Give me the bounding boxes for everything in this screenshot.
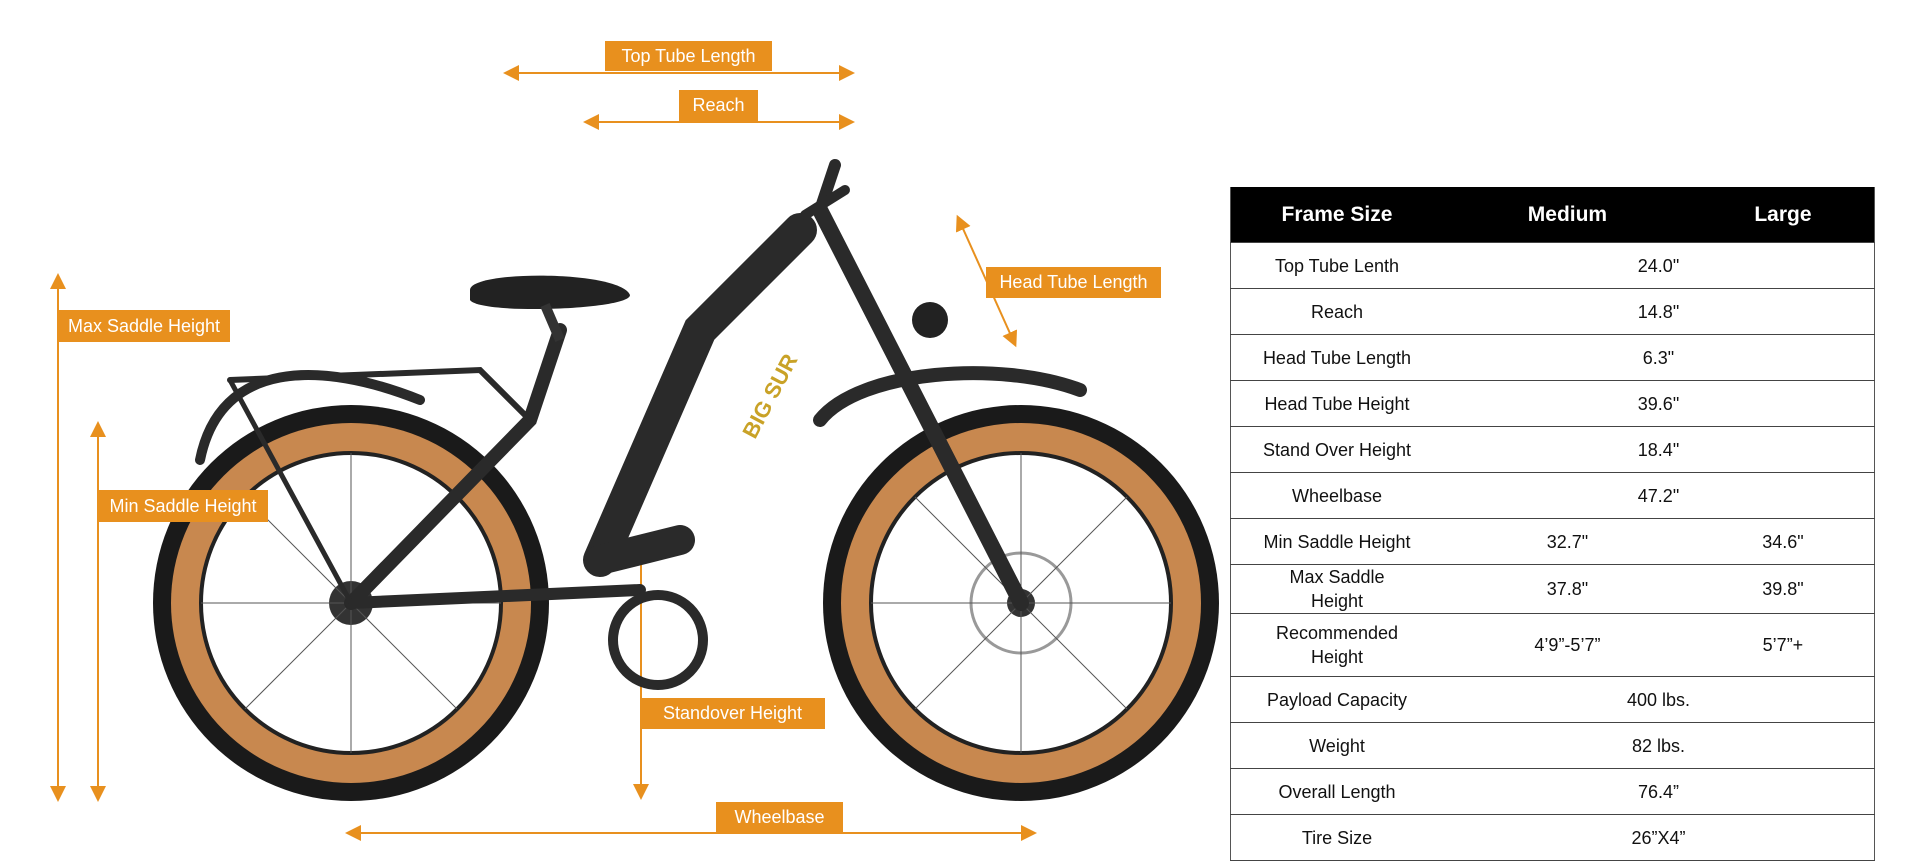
header-medium: Medium [1443,187,1692,243]
row-value-large: 34.6" [1691,518,1875,565]
row-value: 14.8" [1443,288,1875,335]
row-value: 76.4” [1443,768,1875,815]
row-value: 39.6" [1443,380,1875,427]
row-label: Recommended Height [1230,613,1443,677]
row-value-medium: 32.7" [1443,518,1692,565]
row-value: 26”X4” [1443,814,1875,861]
row-value: 6.3" [1443,334,1875,381]
row-label: Wheelbase [1230,472,1443,519]
row-label: Overall Length [1230,768,1443,815]
bike-frame [195,159,1087,611]
row-label: Reach [1230,288,1443,335]
row-label: Weight [1230,722,1443,769]
row-value-medium: 37.8" [1443,564,1692,614]
row-label: Top Tube Lenth [1230,242,1443,289]
row-label: Head Tube Height [1230,380,1443,427]
row-value: 18.4" [1443,426,1875,473]
row-label: Max Saddle Height [1230,564,1443,614]
row-value: 82 lbs. [1443,722,1875,769]
header-large: Large [1691,187,1875,243]
row-value-large: 39.8" [1691,564,1875,614]
max-saddle-height-label: Max Saddle Height [58,310,230,342]
row-value-medium: 4’9”-5’7” [1443,613,1692,677]
header-frame-size: Frame Size [1230,187,1443,243]
row-value-large: 5’7”+ [1691,613,1875,677]
standover-height-label: Standover Height [640,698,825,729]
row-label: Min Saddle Height [1230,518,1443,565]
brand-logo: BIG SUR [737,350,802,443]
row-label: Payload Capacity [1230,676,1443,723]
row-label: Stand Over Height [1230,426,1443,473]
headlight [912,302,948,338]
min-saddle-height-label: Min Saddle Height [98,490,268,522]
wheelbase-label: Wheelbase [716,802,843,833]
reach-label: Reach [679,90,758,121]
top-tube-length-label: Top Tube Length [605,41,772,71]
head-tube-length-label: Head Tube Length [986,267,1161,298]
row-label: Head Tube Length [1230,334,1443,381]
row-value: 400 lbs. [1443,676,1875,723]
row-value: 47.2" [1443,472,1875,519]
saddle [470,275,630,310]
row-value: 24.0" [1443,242,1875,289]
row-label: Tire Size [1230,814,1443,861]
